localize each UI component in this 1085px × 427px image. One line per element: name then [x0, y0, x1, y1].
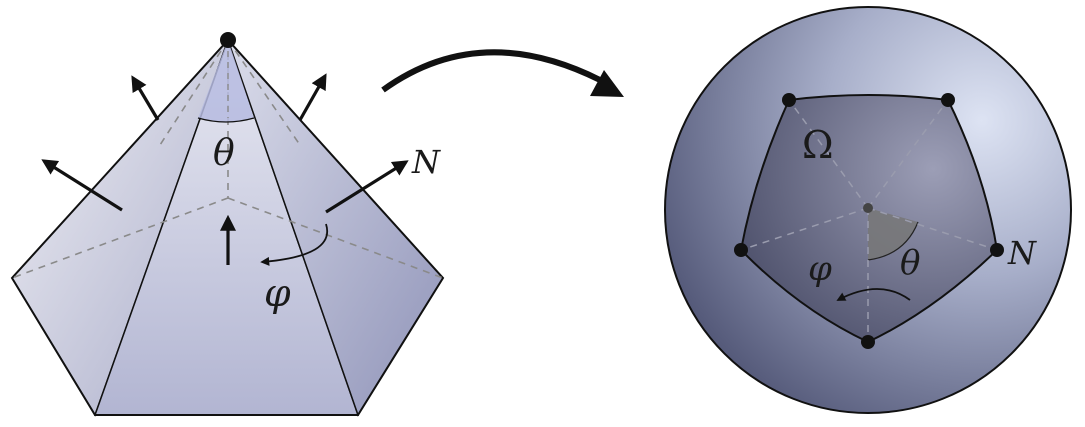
apex-vertex: [220, 32, 236, 48]
pyramid-phi-label: φ: [264, 271, 291, 315]
sphere-angle-wedge: [868, 208, 918, 260]
sphere-center-point: [863, 203, 873, 213]
sphere-theta-label: θ: [900, 243, 920, 283]
sphere-phi-rotation-arrow: [836, 288, 911, 301]
apex-angle-wedge: [198, 40, 254, 122]
sphere-spokes: [740, 99, 998, 342]
phi-rotation-arrow: [260, 223, 329, 266]
pyramid-outline: [10, 38, 445, 416]
sphere-figure: Ω θ φ N: [664, 6, 1072, 414]
face-normals: [41, 73, 409, 265]
pyramid-figure: θ N φ: [10, 32, 445, 417]
pyramid-theta-label: θ: [213, 133, 235, 174]
pyramid-normal-label: N: [411, 143, 441, 181]
sphere-omega-label: Ω: [802, 123, 834, 167]
sphere-normal-label: N: [1007, 234, 1037, 272]
polygon-vertices: [734, 93, 1004, 349]
curved-arrow-right-icon: [381, 49, 624, 97]
apex-angle-arc: [197, 117, 255, 123]
sphere-phi-label: φ: [808, 249, 832, 289]
